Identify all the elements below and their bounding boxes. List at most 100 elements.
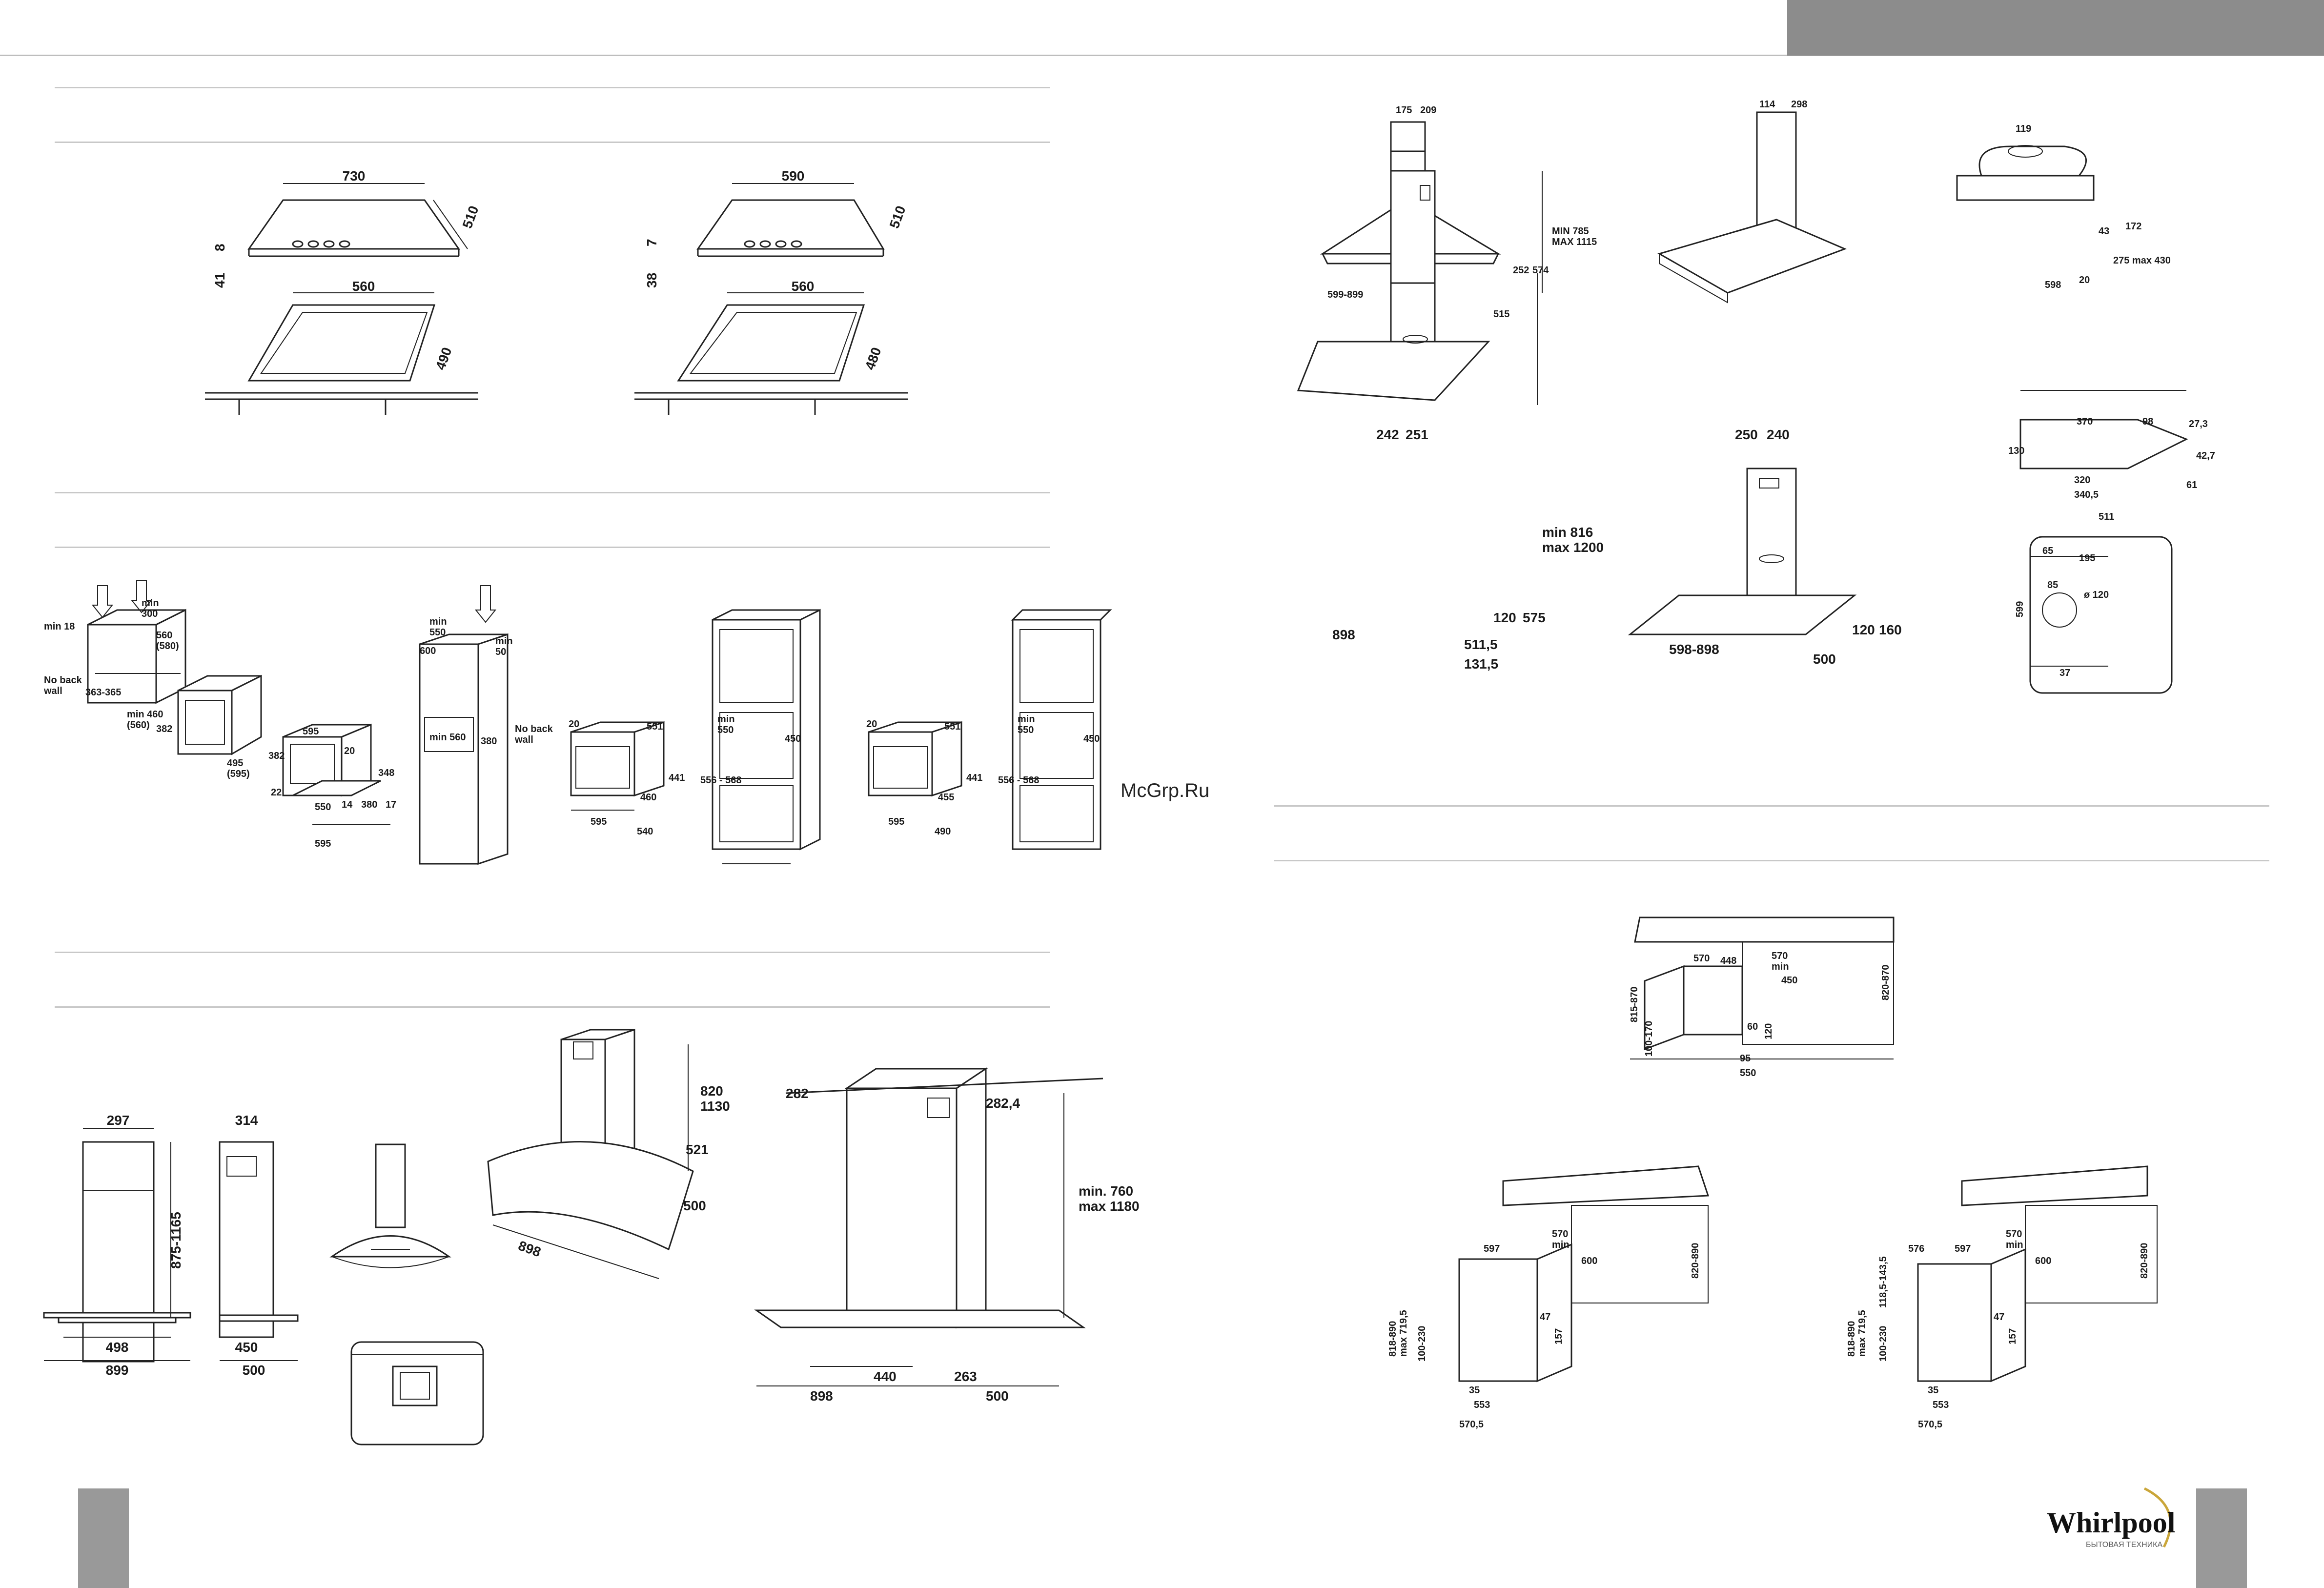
label-o2-551: 551: [944, 721, 960, 732]
h3-43: 43: [2099, 226, 2109, 237]
h4-575: 575: [1523, 610, 1546, 625]
built-in-microwave: [282, 723, 390, 825]
p-340: 340,5: [2074, 489, 2099, 500]
w1-450: 450: [1781, 975, 1797, 986]
w2-47: 47: [1540, 1312, 1550, 1323]
p-61: 61: [2186, 480, 2197, 490]
w1-570: 570: [1693, 953, 1710, 964]
h4-120: 120: [1493, 610, 1516, 625]
label-col-min560: min 560: [429, 732, 466, 743]
h1-175: 175: [1396, 105, 1412, 116]
p-98: 98: [2142, 416, 2153, 427]
microwave-box: [177, 674, 262, 755]
p-130: 130: [2008, 446, 2024, 456]
h4-898: 898: [1332, 627, 1355, 642]
label-m17: 17: [386, 799, 396, 810]
label-o2-20: 20: [866, 719, 877, 730]
whirlpool-logo: Whirlpool БЫТОВАЯ ТЕХНИКА: [2047, 1487, 2175, 1549]
curved-hood-front: [329, 1143, 451, 1268]
island-hood-large: [754, 1067, 1103, 1329]
p-37: 37: [2059, 668, 2070, 678]
w3-35: 35: [1928, 1385, 1938, 1396]
dim-cut-w: 560: [352, 279, 375, 294]
chimney-hood-b: [219, 1141, 299, 1338]
oven-niche-undercounter: [87, 580, 186, 704]
label-m382: 382: [268, 751, 285, 761]
header-tab: [1787, 0, 2324, 56]
p-27: 27,3: [2189, 419, 2208, 429]
h3-275: 275 max 430: [2113, 255, 2171, 266]
w2-818: 818-890max 719,5: [1387, 1310, 1409, 1357]
dim-height: 7: [644, 239, 659, 246]
cutout: [677, 304, 865, 382]
label-col-600: 600: [420, 646, 436, 656]
label-m595b: 595: [315, 838, 331, 849]
logo-tagline: БЫТОВАЯ ТЕХНИКА: [2086, 1541, 2162, 1549]
w1-120: 120: [1763, 1023, 1774, 1039]
dim-d-282: 282: [786, 1086, 809, 1101]
p-195: 195: [2079, 553, 2095, 564]
label-m550: 550: [315, 802, 331, 813]
dim-c-898: 898: [516, 1238, 543, 1260]
w1-60: 60: [1747, 1021, 1758, 1032]
built-in-hood-plan: [2029, 536, 2173, 694]
hob-590-diagram: 590 510 7 38 560 480: [634, 168, 909, 415]
w1-815: 815-870: [1629, 987, 1640, 1022]
dim-a-875: 875-1165: [168, 1212, 183, 1269]
watermark: McGrp.Ru: [1121, 780, 1210, 801]
dim-c-500: 500: [683, 1198, 706, 1213]
h2-298: 298: [1791, 99, 1807, 110]
label-o1-20: 20: [569, 719, 579, 730]
label-w495: 495(595): [227, 758, 250, 779]
dim-a-899: 899: [106, 1363, 129, 1378]
label-m595: 595: [303, 726, 319, 737]
dim-thickness: 41: [212, 273, 227, 288]
h3-598: 598: [2045, 280, 2061, 290]
dim-a-498: 498: [106, 1340, 129, 1355]
h1-252: 252: [1513, 265, 1529, 276]
p-511: 511: [2099, 511, 2114, 522]
dishwasher-2: [1458, 1165, 1710, 1383]
w1-100: 100-170: [1644, 1021, 1654, 1057]
dim-width: 730: [343, 168, 366, 183]
label-c1-450: 450: [785, 733, 801, 744]
h4-131: 131,5: [1464, 656, 1498, 672]
h5-598: 598-898: [1669, 642, 1719, 657]
section-rule: [55, 87, 1050, 88]
p-370: 370: [2077, 416, 2093, 427]
dim-depth: 510: [460, 204, 482, 231]
cabinet-1: [712, 609, 821, 864]
p-599: 599: [2015, 601, 2025, 617]
label-d560: 560(580): [156, 630, 179, 651]
w1-550: 550: [1740, 1068, 1756, 1079]
w3-576: 576: [1908, 1243, 1924, 1254]
w3-100: 100-230: [1878, 1326, 1889, 1362]
label-m14: 14: [342, 799, 353, 810]
h4-251: 251: [1406, 427, 1428, 442]
box-chimney-hood-a: [1297, 170, 1490, 401]
dim-d-898: 898: [810, 1388, 833, 1404]
dim-d-440: 440: [874, 1369, 897, 1384]
telescopic-hood: [1956, 145, 2095, 201]
dim-width: 590: [782, 168, 805, 183]
label-o1-595: 595: [591, 816, 607, 827]
header-line: [0, 55, 2324, 56]
w3-820: 820-890: [2139, 1243, 2150, 1279]
w3-47: 47: [1994, 1312, 2004, 1323]
dim-b-450: 450: [235, 1340, 258, 1355]
p-120: ø 120: [2084, 590, 2109, 600]
h4-242: 242: [1376, 427, 1399, 442]
oven-2: [868, 721, 962, 797]
label-c2-556: 556 - 568: [998, 775, 1040, 786]
h1-515: 515: [1493, 309, 1509, 320]
w2-35: 35: [1469, 1385, 1480, 1396]
page-tab-right: [2196, 1488, 2247, 1588]
h1-574: 574: [1532, 265, 1549, 276]
